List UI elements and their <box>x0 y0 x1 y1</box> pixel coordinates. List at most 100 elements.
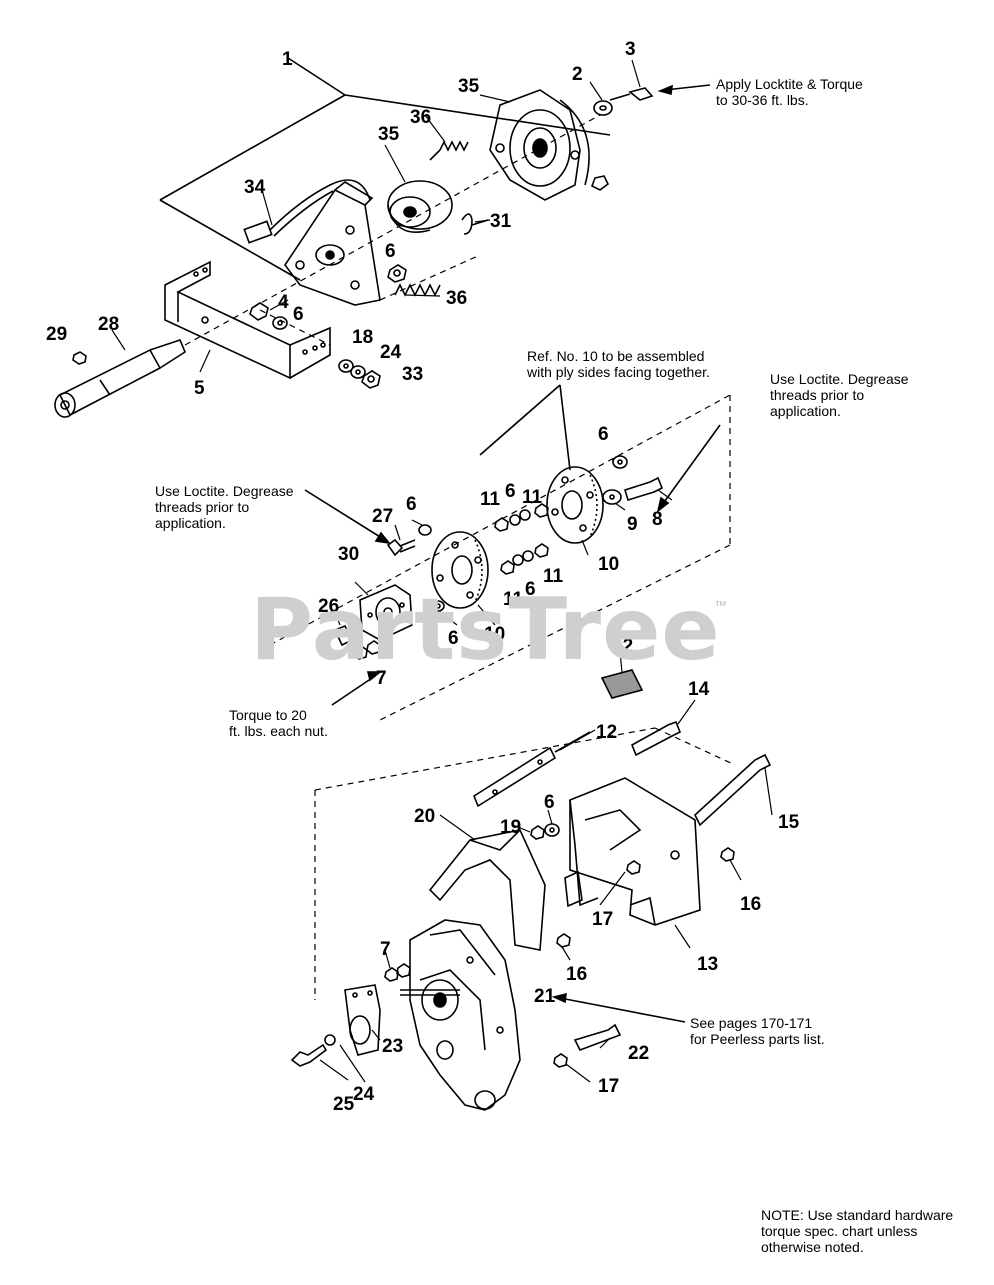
clutch-drum-35 <box>387 180 453 234</box>
strap-12 <box>473 731 591 808</box>
part-number: 20 <box>414 806 435 827</box>
bolt-3 <box>609 87 654 101</box>
bracket-23 <box>344 984 381 1056</box>
belt-guard-13 <box>564 777 701 926</box>
shaft-28 <box>54 339 186 418</box>
part-number: 6 <box>525 579 536 600</box>
part-number-labels: 1 2 3 35 36 35 34 31 6 36 4 6 29 28 5 18… <box>46 39 800 1115</box>
part-number: 31 <box>490 211 512 232</box>
part-number: 18 <box>352 327 373 348</box>
leader-peerless <box>551 992 686 1023</box>
washer-9 <box>602 489 622 505</box>
bolt-16-right <box>720 847 735 862</box>
part-number: 36 <box>446 288 467 309</box>
part-number: 17 <box>592 909 613 930</box>
bolt-16-left <box>556 933 571 948</box>
nut-17-upper <box>626 860 641 875</box>
spring-36-top <box>429 140 469 161</box>
part-number: 2 <box>572 64 583 85</box>
washer-6-bottom <box>544 823 560 837</box>
part-number: 10 <box>598 554 619 575</box>
part-number: 29 <box>46 324 67 345</box>
note-loctite-right: Use Loctite. Degrease threads prior to a… <box>770 371 909 419</box>
part-number: 8 <box>652 509 663 530</box>
watermark: PartsTree <box>250 580 721 680</box>
part-number: 30 <box>338 544 359 565</box>
part-number: 6 <box>598 424 609 445</box>
part-number: 24 <box>353 1084 375 1105</box>
washer-6-left <box>272 316 288 330</box>
part-number: 5 <box>194 378 205 399</box>
decal-32 <box>600 669 644 699</box>
clutch-plate-35-large <box>489 89 610 201</box>
washer-18 <box>338 359 354 373</box>
part-number: 12 <box>596 722 617 743</box>
part-number: 6 <box>505 481 516 502</box>
leader-loctite-right <box>656 424 721 514</box>
middle-assembly-box <box>269 394 731 721</box>
note-standard-torque: NOTE: Use standard hardware torque spec.… <box>761 1207 954 1255</box>
bolt-8 <box>624 476 664 502</box>
nuts-11-washers-6 <box>494 503 549 575</box>
centerlines-upper <box>184 114 601 346</box>
pin-31 <box>461 213 489 235</box>
part-number: 1 <box>282 49 293 70</box>
part-number: 11 <box>480 489 501 510</box>
part-number: 6 <box>448 628 459 649</box>
note-locktite: Apply Locktite & Torque to 30-36 ft. lbs… <box>716 76 863 108</box>
leader-loctite-left <box>304 489 391 545</box>
part-number: 6 <box>406 494 417 515</box>
nut-33 <box>361 370 381 389</box>
note-loctite-left: Use Loctite. Degrease threads prior to a… <box>155 483 294 531</box>
watermark-trademark: ™ <box>714 598 727 613</box>
bolt-19 <box>530 825 545 840</box>
flange-30 <box>359 584 413 641</box>
note-torque20: Torque to 20 ft. lbs. each nut. <box>229 707 328 739</box>
part-number: 3 <box>625 39 636 60</box>
angle-bracket-5 <box>164 260 331 380</box>
part-number: 33 <box>402 364 423 385</box>
part-number: 28 <box>98 314 119 335</box>
part-number: 7 <box>376 668 387 689</box>
washer-24-lower <box>324 1034 336 1046</box>
part-number: 35 <box>378 124 400 145</box>
nuts-7-lower <box>384 963 411 982</box>
part-number: 6 <box>293 304 304 325</box>
transaxle-21 <box>400 919 521 1111</box>
part-number: 15 <box>778 812 800 833</box>
coupling-disc-10-right <box>546 466 604 544</box>
washer-2 <box>593 100 613 116</box>
nut-6-upper <box>387 264 407 283</box>
part-number: 34 <box>244 177 266 198</box>
part-number: 9 <box>627 514 638 535</box>
part-number: 24 <box>380 342 402 363</box>
wire-harness-34 <box>243 179 371 244</box>
part-leaders <box>111 59 773 1083</box>
part-number: 10 <box>484 624 505 645</box>
bolt-27 <box>386 538 416 557</box>
part-number: 6 <box>544 792 555 813</box>
nut-17-lower <box>553 1053 568 1068</box>
part-number: 21 <box>534 986 556 1007</box>
note-peerless: See pages 170-171 for Peerless parts lis… <box>690 1015 825 1047</box>
part-number: 25 <box>333 1094 355 1115</box>
part-number: 17 <box>598 1076 619 1097</box>
part-number: 13 <box>697 954 718 975</box>
part-number: 16 <box>566 964 587 985</box>
bolt-14 <box>630 720 682 757</box>
shield-20 <box>428 829 546 951</box>
washer-24 <box>350 365 366 379</box>
leader-arrow-locktite <box>657 84 711 96</box>
nuts-7-upper <box>353 640 381 660</box>
washer-6-mid <box>418 524 432 536</box>
coupling-disc-10-left <box>431 531 489 609</box>
part-number: 11 <box>503 589 524 610</box>
nut-29 <box>72 351 87 365</box>
ref10-leader <box>479 384 571 471</box>
part-number: 7 <box>380 939 391 960</box>
part-number: 27 <box>372 506 393 527</box>
part-number: 6 <box>385 241 396 262</box>
part-number: 14 <box>688 679 710 700</box>
washer-6-right <box>612 455 628 469</box>
